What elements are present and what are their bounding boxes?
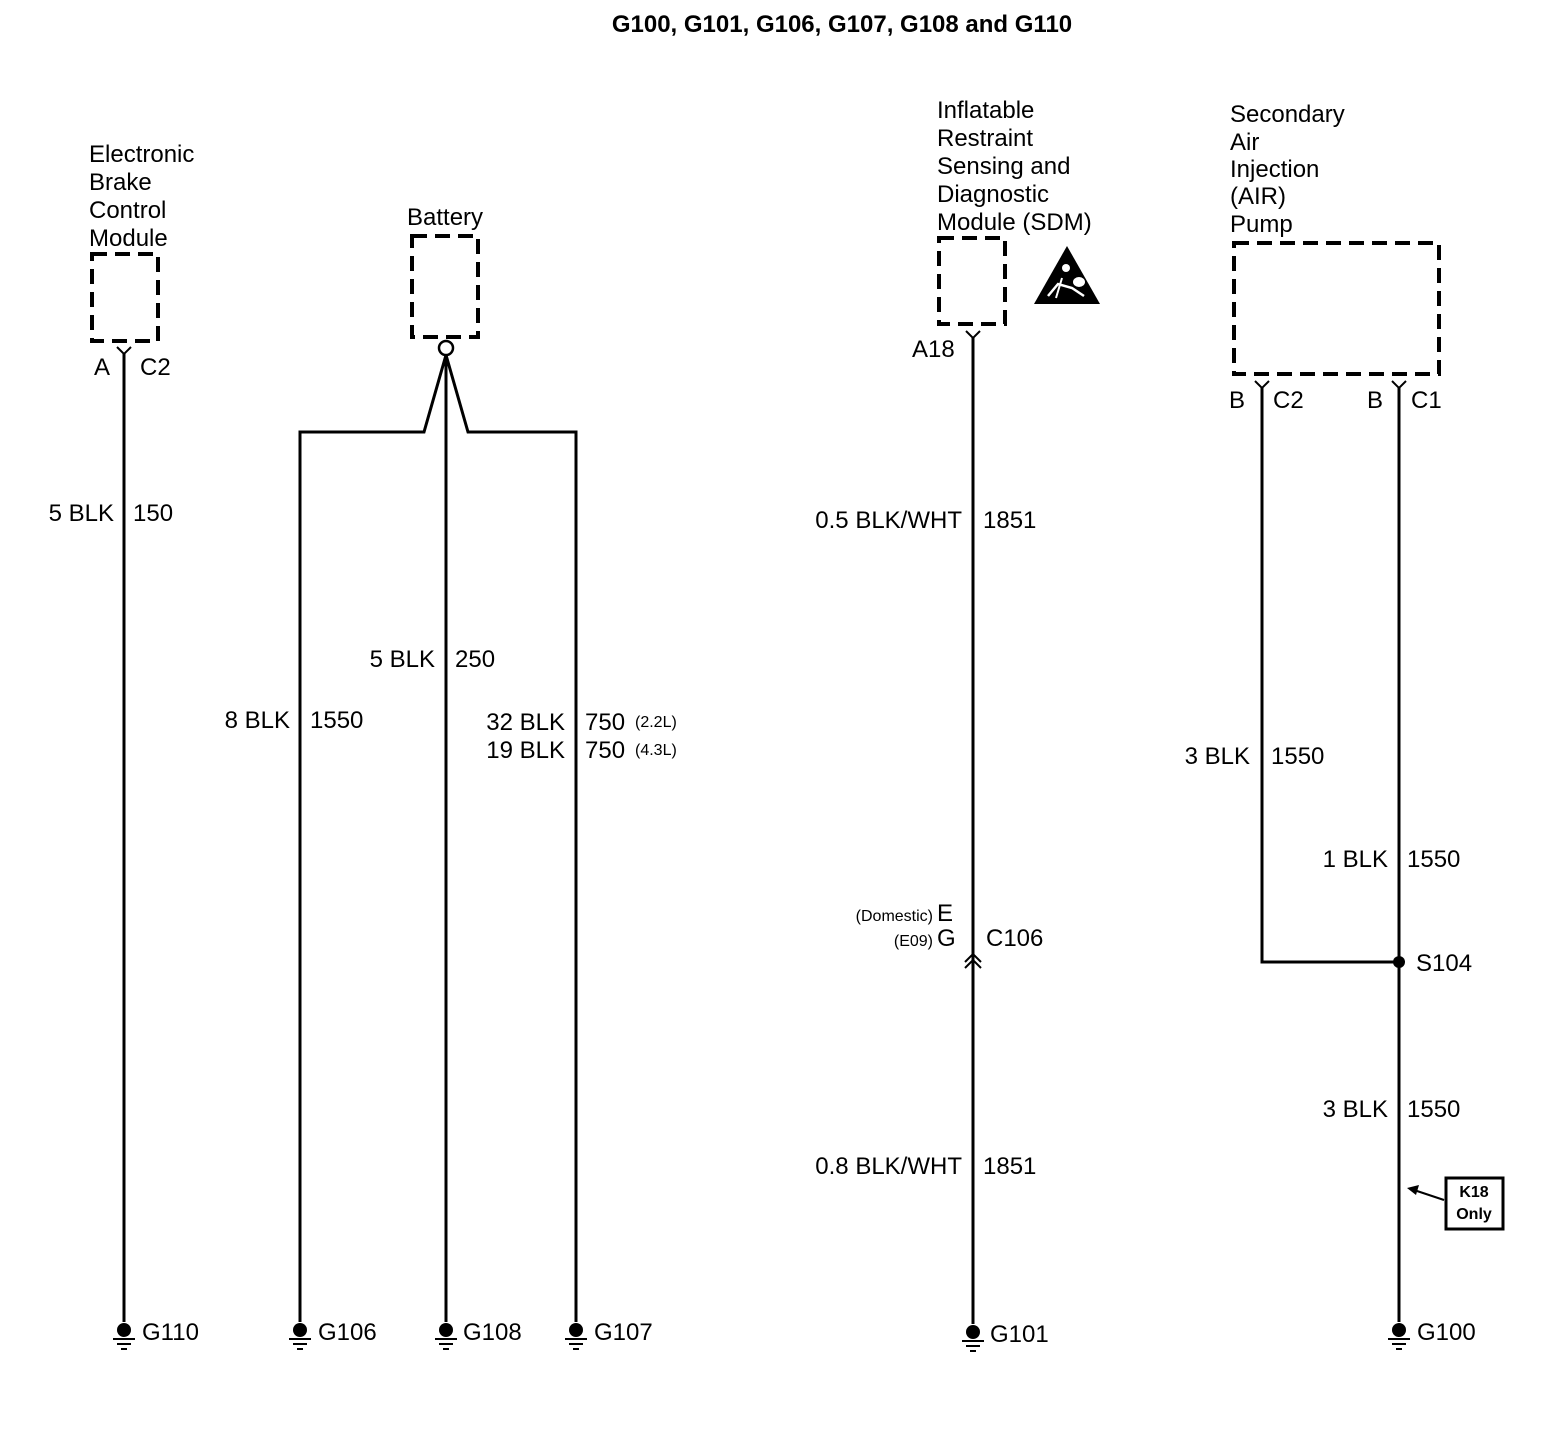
splice-s104-dot	[1393, 956, 1405, 968]
ebcm-label-line-4: Module	[89, 225, 168, 252]
ground-g107-label: G107	[594, 1319, 653, 1346]
wire-250-circuit: 250	[455, 646, 495, 673]
wire-750-a-circuit: 750	[585, 709, 625, 736]
sdm-label-line-2: Restraint	[937, 125, 1033, 152]
ground-g106: G106	[289, 1319, 377, 1350]
ground-g107: G107	[565, 1319, 653, 1350]
ground-g108: G108	[435, 1319, 522, 1350]
ebcm-pin-label: A	[94, 354, 110, 381]
c106-e09-pin: G	[937, 925, 956, 952]
sdm-label-line-5: Module (SDM)	[937, 209, 1092, 236]
air-c1-connector-symbol	[1391, 380, 1407, 390]
wire-1550-g100-circuit: 1550	[1407, 1096, 1460, 1123]
wire-1550-c1-gauge: 1 BLK	[1323, 846, 1388, 873]
air-pump-label-line-1: Secondary	[1230, 101, 1345, 128]
sdm-label-line-1: Inflatable	[937, 97, 1034, 124]
sdm-pin-label: A18	[912, 336, 955, 363]
c106-e09-note: (E09)	[894, 933, 933, 950]
ground-icon	[1388, 1323, 1410, 1350]
ground-g110-label: G110	[142, 1319, 199, 1346]
wire-1550-c2	[1260, 388, 1399, 964]
wire-1550-c2-gauge: 3 BLK	[1185, 743, 1250, 770]
air-pump-label-line-4: (AIR)	[1230, 183, 1286, 210]
wire-1851-a-circuit: 1851	[983, 507, 1036, 534]
wire-1550-battery-gauge: 8 BLK	[225, 707, 290, 734]
air-c2-connector-label: C2	[1273, 387, 1304, 414]
ebcm-label-line-2: Brake	[89, 169, 152, 196]
option-arrow-icon	[1407, 1185, 1445, 1201]
ground-icon	[962, 1325, 984, 1352]
wire-1550-battery	[298, 354, 448, 1322]
air-c1-pin-label: B	[1367, 387, 1383, 414]
splice-s104-label: S104	[1416, 950, 1472, 977]
ground-g100: G100	[1388, 1319, 1476, 1350]
wire-150-circuit: 150	[133, 500, 173, 527]
wire-750	[444, 354, 578, 1322]
wire-1550-battery-circuit: 1550	[310, 707, 363, 734]
air-pump-label-line-2: Air	[1230, 129, 1259, 156]
ground-g108-label: G108	[463, 1319, 522, 1346]
wire-150-gauge: 5 BLK	[49, 500, 114, 527]
ebcm-connector-symbol	[116, 346, 132, 356]
c106-domestic-pin: E	[937, 900, 953, 927]
battery-box	[410, 234, 480, 339]
air-c1-connector-label: C1	[1411, 387, 1442, 414]
ground-icon	[435, 1323, 457, 1350]
ground-icon	[289, 1323, 311, 1350]
ground-g106-label: G106	[318, 1319, 377, 1346]
sdm-module: Inflatable Restraint Sensing and Diagnos…	[937, 97, 1092, 326]
diagram-title: G100, G101, G106, G107, G108 and G110	[612, 11, 1072, 38]
wire-1851-a-gauge: 0.5 BLK/WHT	[815, 507, 962, 534]
ground-icon	[113, 1323, 135, 1350]
ground-g101-label: G101	[990, 1321, 1049, 1348]
ground-g100-label: G100	[1417, 1319, 1476, 1346]
wire-750-a-note: (2.2L)	[635, 714, 677, 731]
option-box	[1444, 1176, 1505, 1231]
ebcm-box	[90, 252, 160, 343]
c106-label: C106	[986, 925, 1043, 952]
c106-domestic-note: (Domestic)	[856, 908, 933, 925]
air-pump-label-line-5: Pump	[1230, 211, 1293, 238]
wire-1550-c1-circuit: 1550	[1407, 846, 1460, 873]
air-pump-label-line-3: Injection	[1230, 156, 1319, 183]
wire-750-a-gauge: 32 BLK	[486, 709, 565, 736]
wire-750-b-note: (4.3L)	[635, 742, 677, 759]
ebcm-connector-label: C2	[140, 354, 171, 381]
wire-1851-b-gauge: 0.8 BLK/WHT	[815, 1153, 962, 1180]
wire-750-b-gauge: 19 BLK	[486, 737, 565, 764]
wire-1851-b-circuit: 1851	[983, 1153, 1036, 1180]
air-c2-pin-label: B	[1229, 387, 1245, 414]
option-box-line-1: K18	[1459, 1184, 1488, 1201]
ebcm-label-line-3: Control	[89, 197, 166, 224]
sdm-label-line-4: Diagnostic	[937, 181, 1049, 208]
air-pump-box	[1232, 241, 1441, 376]
wire-1550-g100-gauge: 3 BLK	[1323, 1096, 1388, 1123]
airbag-warning-icon	[1034, 246, 1100, 304]
ebcm-module: Electronic Brake Control Module	[89, 141, 194, 343]
ground-icon	[565, 1323, 587, 1350]
option-box-line-2: Only	[1456, 1206, 1492, 1223]
air-c2-connector-symbol	[1254, 380, 1270, 390]
connector-c106	[964, 952, 982, 969]
sdm-connector-symbol	[965, 330, 981, 340]
sdm-label-line-3: Sensing and	[937, 153, 1070, 180]
wire-250-gauge: 5 BLK	[370, 646, 435, 673]
wire-1550-c2-circuit: 1550	[1271, 743, 1324, 770]
ground-g101: G101	[962, 1321, 1049, 1352]
air-pump-module: Secondary Air Injection (AIR) Pump	[1230, 101, 1441, 376]
battery-terminal	[437, 339, 455, 357]
sdm-box	[937, 236, 1007, 326]
battery-label: Battery	[407, 204, 483, 231]
ground-g110: G110	[113, 1319, 199, 1350]
ebcm-label-line-1: Electronic	[89, 141, 194, 168]
wire-750-b-circuit: 750	[585, 737, 625, 764]
